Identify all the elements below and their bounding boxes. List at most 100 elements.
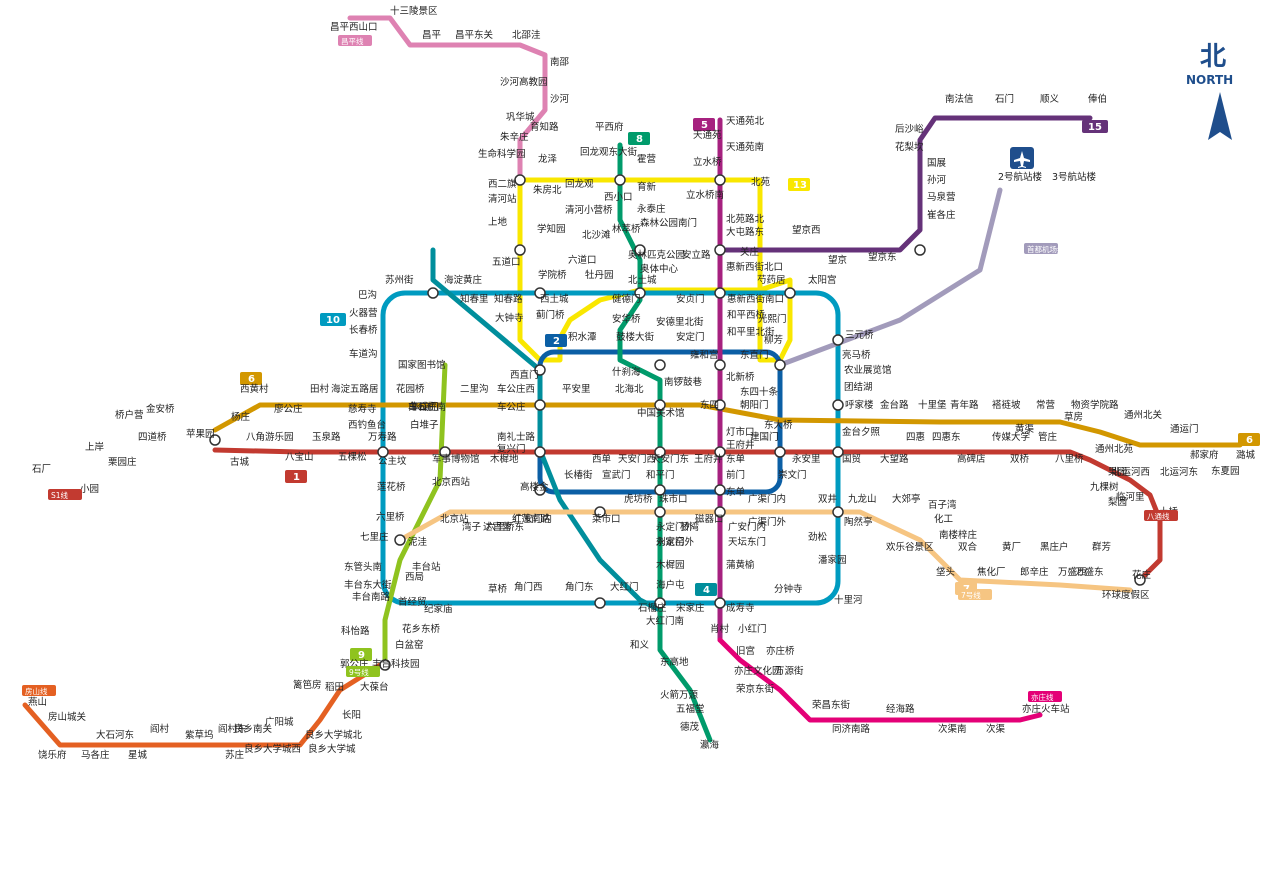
station-label[interactable]: 广阳城 (265, 716, 294, 728)
station-label[interactable]: 荣昌东街 (812, 699, 851, 711)
station-label[interactable]: 九龙山 (848, 493, 877, 505)
station-label[interactable]: 万盛东 (1075, 566, 1104, 578)
station-label[interactable]: 通运门 (1170, 423, 1199, 435)
station-label[interactable]: 光熙门 (758, 313, 787, 325)
station-label[interactable]: 南锣鼓巷 (664, 376, 703, 388)
station-label[interactable]: 蒲黄榆 (726, 559, 755, 571)
station-label[interactable]: 二里沟 (460, 383, 489, 395)
station-label[interactable]: 传媒大学 (992, 431, 1030, 443)
station-label[interactable]: 宋家庄 (676, 602, 705, 614)
station-label[interactable]: 国家图书馆 (398, 359, 446, 371)
station-label[interactable]: 环球度假区 (1102, 589, 1150, 601)
station-label[interactable]: 上地 (488, 216, 508, 228)
badge-line-10[interactable]: 10 (320, 313, 346, 326)
station-label[interactable]: 白堆子 (410, 419, 439, 431)
station-label[interactable]: 长阳 (342, 709, 361, 721)
station-label[interactable]: 大郊亭 (892, 493, 921, 505)
station-label[interactable]: 东直门 (740, 349, 769, 361)
station-label[interactable]: 北土城 (628, 274, 657, 286)
station-label[interactable]: 王府井 (726, 439, 755, 451)
station-label[interactable]: 虎坊桥 (624, 493, 653, 505)
station-label[interactable]: 西黄村 (240, 383, 269, 395)
station-label[interactable]: 奥体中心 (640, 263, 679, 275)
station-label[interactable]: 临河里 (1116, 491, 1145, 503)
station-label[interactable]: 玉泉路 (312, 431, 341, 443)
station-label[interactable]: 红莲南路 (512, 513, 551, 525)
station-label[interactable]: 通州北关 (1124, 409, 1163, 421)
station-label[interactable]: 崔各庄 (927, 209, 956, 221)
station-label[interactable]: 郎辛庄 (1020, 566, 1049, 578)
station-label[interactable]: 永泰庄 (637, 203, 666, 215)
station-label[interactable]: 化工 (934, 513, 954, 525)
station-label[interactable]: 东单 (726, 453, 746, 465)
station-label[interactable]: 朱辛庄 (500, 131, 529, 143)
station-label[interactable]: 东夏园 (1211, 465, 1240, 477)
station-label[interactable]: 湾子 (462, 521, 482, 533)
station-label[interactable]: 天安门东 (651, 453, 689, 465)
station-label[interactable]: 火箭万源 (660, 689, 699, 701)
station-label[interactable]: 永定门外 (656, 536, 695, 548)
station-label[interactable]: 阜成门 (410, 401, 439, 413)
station-label[interactable]: 大望路 (880, 453, 909, 465)
station-label[interactable]: 亮马桥 (842, 349, 871, 361)
station-label[interactable]: 金安桥 (146, 403, 175, 415)
station-label[interactable]: 珠市口 (659, 493, 688, 505)
station-label[interactable]: 俸伯 (1088, 93, 1107, 105)
station-label[interactable]: 篱笆房 (293, 679, 322, 691)
station-label[interactable]: 十里河 (834, 594, 863, 606)
station-label[interactable]: 南法信 (945, 93, 974, 105)
station-label[interactable]: 西钓鱼台 (348, 419, 386, 431)
station-label[interactable]: 荣京东街 (736, 683, 775, 695)
station-label[interactable]: 望京 (828, 254, 847, 266)
station-label[interactable]: 东四 (700, 399, 719, 411)
station-label[interactable]: 八角游乐园 (246, 431, 294, 443)
station-label[interactable]: 苏庄 (225, 749, 245, 761)
station-label[interactable]: 慈寿寺 (348, 403, 377, 415)
station-label[interactable]: 十里堡 (918, 399, 947, 411)
station-label[interactable]: 海淀五路居 (331, 383, 379, 395)
station-label[interactable]: 永定门外 (656, 521, 695, 533)
station-label[interactable]: 郝家府 (1190, 449, 1219, 461)
station-label[interactable]: 万源街 (775, 665, 804, 677)
station-label[interactable]: 果园 (1108, 467, 1127, 478)
station-label[interactable]: 柳芳 (764, 334, 783, 346)
station-label[interactable]: 天坛东门 (728, 536, 766, 548)
station-label[interactable]: 花梨坎 (895, 141, 924, 153)
station-label[interactable]: 花庄 (1132, 569, 1152, 581)
station-label[interactable]: 达官营 (483, 521, 512, 533)
station-label[interactable]: 黄渠 (1015, 423, 1035, 435)
station-label[interactable]: 海淀黄庄 (444, 274, 483, 286)
station-label[interactable]: 育知路 (530, 121, 559, 133)
station-label[interactable]: 杨庄 (231, 411, 251, 423)
station-label[interactable]: 和平西桥 (727, 309, 766, 321)
station-label[interactable]: 大屯路东 (726, 226, 764, 238)
station-label[interactable]: 五棵松 (338, 451, 367, 463)
station-label[interactable]: 广安门内 (514, 513, 552, 525)
station-label[interactable]: 前门 (726, 469, 745, 481)
station-label[interactable]: 东四十条 (740, 386, 779, 398)
badge-line-15[interactable]: 15 (1082, 120, 1108, 133)
station-label[interactable]: 沙河高教园 (500, 76, 548, 88)
station-label[interactable]: 天通苑南 (726, 141, 764, 153)
station-label[interactable]: 焦化厂 (977, 566, 1006, 578)
station-label[interactable]: 稻田 (325, 682, 344, 693)
station-label[interactable]: 丰台东大街 (344, 579, 392, 591)
station-label[interactable]: 立水桥南 (686, 189, 724, 201)
station-label[interactable]: 十三陵景区 (390, 5, 438, 17)
station-label[interactable]: 惠新西街北口 (726, 261, 783, 273)
station-label[interactable]: 高碑店 (957, 453, 986, 465)
station-label[interactable]: 龙泽 (538, 153, 558, 165)
station-label[interactable]: 太阳宫 (808, 274, 837, 286)
station-label[interactable]: 磁器口 (695, 513, 724, 525)
station-label[interactable]: 潘家园 (818, 554, 847, 566)
station-label[interactable]: 车公庄 (497, 401, 526, 413)
station-label[interactable]: 五道口 (492, 256, 521, 268)
station-label[interactable]: 长椿街 (564, 469, 593, 481)
station-label[interactable]: 平西府 (595, 121, 624, 133)
station-label[interactable]: 万盛西 (1058, 566, 1087, 578)
station-label[interactable]: 角门西 (514, 581, 543, 593)
station-label[interactable]: 小园 (80, 484, 99, 495)
station-label[interactable]: 朝阳门 (740, 399, 769, 411)
station-label[interactable]: 上岸 (85, 442, 105, 453)
station-label[interactable]: 花园桥 (396, 383, 425, 395)
